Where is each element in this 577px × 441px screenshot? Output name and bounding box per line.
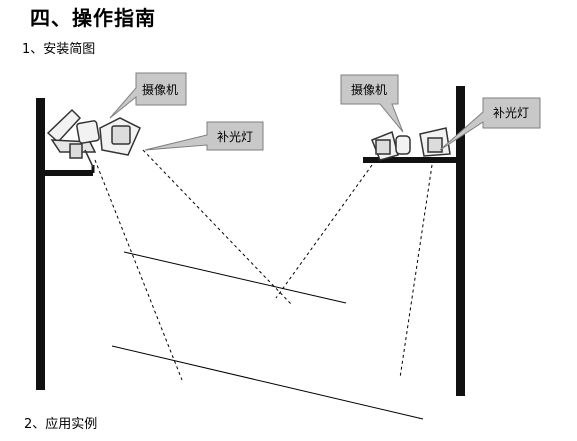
right-arm xyxy=(363,157,456,163)
right-light-label: 补光灯 xyxy=(493,106,529,120)
section-heading: 四、操作指南 xyxy=(30,6,156,30)
left-pole xyxy=(36,98,45,390)
field-of-view-lines xyxy=(94,149,433,381)
left-camera-callout xyxy=(109,72,187,119)
left-light-label: 补光灯 xyxy=(217,130,253,144)
right-pole xyxy=(456,86,465,396)
right-camera-label: 摄像机 xyxy=(351,82,387,97)
road-lines xyxy=(111,251,424,420)
left-arm xyxy=(45,170,93,176)
subsection-install-diagram: 1、安装简图 xyxy=(22,42,96,57)
left-camera-label: 摄像机 xyxy=(142,82,178,97)
subsection-application-example: 2、应用实例 xyxy=(24,417,98,432)
right-light-callout xyxy=(439,97,541,151)
right-camera-callout xyxy=(340,74,404,133)
left-light-callout xyxy=(144,121,264,151)
right-device-cluster xyxy=(371,127,451,161)
left-device-cluster xyxy=(46,108,141,168)
